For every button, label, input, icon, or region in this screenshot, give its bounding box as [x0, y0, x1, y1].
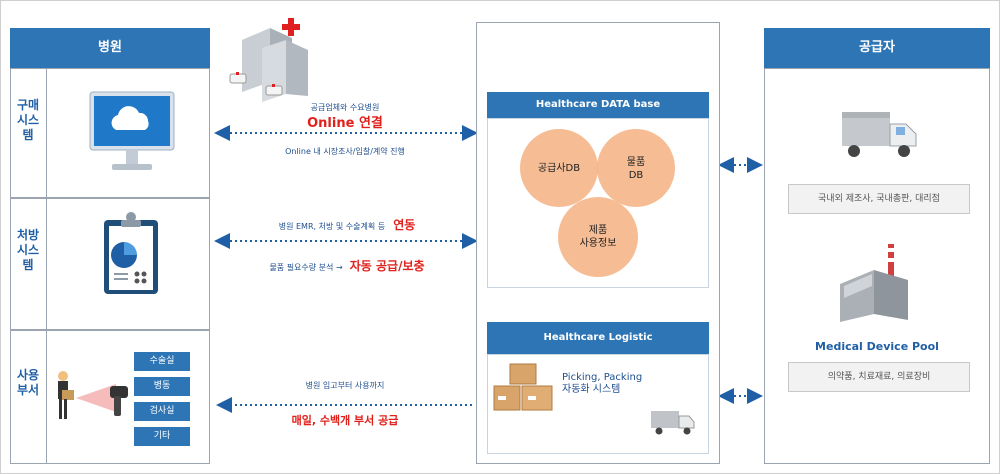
delivery-truck-icon: [840, 108, 920, 162]
usage-flow-caption: 병원 입고부터 사용까지: [305, 381, 385, 390]
hospital-label-divider: [46, 68, 47, 464]
hospital-row-purchase: [10, 68, 210, 198]
product-db-label: 물품 DB: [626, 157, 646, 181]
barcode-scanner-person-icon: [54, 368, 134, 424]
supplier-db-label: 공급사DB: [537, 163, 581, 174]
hospital-header: 병원: [10, 28, 210, 68]
picking-packing-label: Picking, Packing 자동화 시스템: [562, 372, 643, 395]
hospital-buildings-icon: [222, 12, 322, 102]
product-db-circle: [597, 129, 675, 207]
auto-supply-highlight: 자동 공급/보충: [349, 259, 425, 273]
monitor-icon: [88, 88, 176, 178]
small-truck-icon: [650, 408, 696, 436]
supplier-header: 공급자: [764, 28, 990, 68]
factory-icon: [834, 240, 914, 324]
usage-info-circle: [558, 197, 638, 277]
auto-supply-text: 물품 필요수량 분석 →: [269, 263, 343, 272]
online-link-highlight: Online 연결: [307, 116, 383, 131]
row-label-purchase-system: 구매시스템: [16, 98, 40, 142]
auto-supply-caption: 물품 필요수량 분석 → 자동 공급/보충: [222, 255, 472, 274]
row-label-using-department: 사용부서: [16, 368, 40, 397]
emr-link-text: 병원 EMR, 처방 및 수술계획 등: [278, 222, 386, 231]
device-pool-items-box: 의약품, 치료재료, 의료장비: [788, 362, 970, 392]
healthcare-database-header: Healthcare DATA base: [487, 92, 709, 118]
emr-link-caption: 병원 EMR, 처방 및 수술계획 등 연동: [222, 214, 472, 233]
emr-link-highlight: 연동: [393, 218, 416, 232]
clipboard-chart-icon: [102, 210, 160, 296]
logistic-panel: [487, 354, 709, 454]
department-ward-button[interactable]: 병동: [134, 377, 190, 396]
online-link-subtext: Online 내 시장조사/입찰/계약 진행: [285, 147, 405, 156]
database-panel: [487, 118, 709, 288]
usage-info-label: 제품 사용정보: [579, 225, 617, 249]
department-lab-button[interactable]: 검사실: [134, 402, 190, 421]
medical-device-pool-title: Medical Device Pool: [815, 340, 939, 353]
supplier-db-circle: [520, 129, 598, 207]
boxes-icon: [490, 360, 562, 416]
department-other-button[interactable]: 기타: [134, 427, 190, 446]
department-surgery-button[interactable]: 수술실: [134, 352, 190, 371]
supplier-type-box: 국내외 제조사, 국내총판, 대리점: [788, 184, 970, 214]
usage-flow-highlight: 매일, 수백개 부서 공급: [291, 414, 399, 427]
healthcare-logistic-header: Healthcare Logistic: [487, 322, 709, 354]
online-link-caption: 공급업체와 수요병원: [310, 103, 380, 112]
row-label-prescription-system: 처방시스템: [16, 228, 40, 272]
